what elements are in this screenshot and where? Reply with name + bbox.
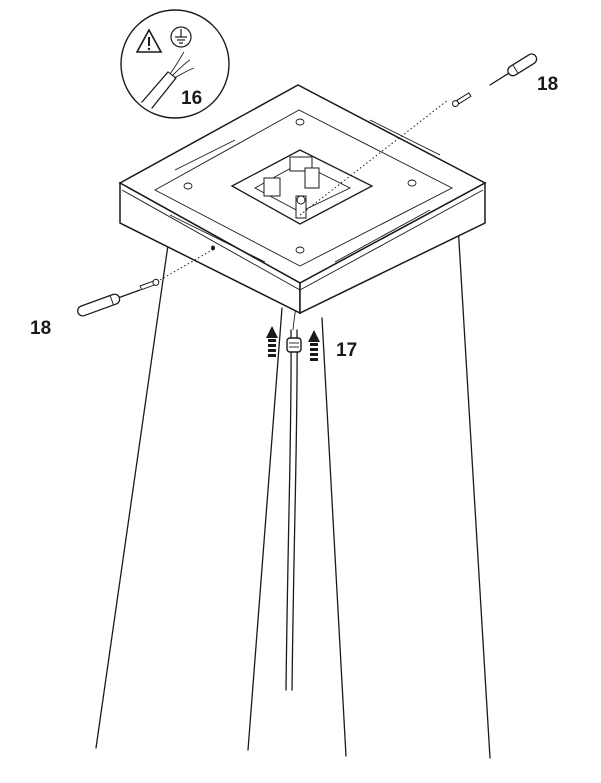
callout-18-top: 18 bbox=[537, 74, 558, 95]
callout-17: 17 bbox=[336, 340, 357, 361]
stripped-cable bbox=[141, 51, 195, 109]
power-cable bbox=[285, 271, 311, 691]
callout-18-left: 18 bbox=[30, 318, 51, 339]
push-up-arrow-icon-right bbox=[308, 330, 320, 361]
screwdriver-icon-top bbox=[299, 53, 538, 216]
chimney-legs bbox=[95, 224, 491, 759]
junction-box bbox=[230, 149, 374, 225]
cable-gland bbox=[286, 337, 302, 353]
earth-ground-icon bbox=[170, 26, 192, 48]
push-up-arrow-icon-left bbox=[266, 326, 278, 357]
screwdriver-icon-left bbox=[77, 249, 213, 317]
callout-16: 16 bbox=[181, 88, 202, 109]
wiring-detail-callout bbox=[120, 9, 230, 119]
warning-triangle-icon bbox=[135, 28, 163, 53]
